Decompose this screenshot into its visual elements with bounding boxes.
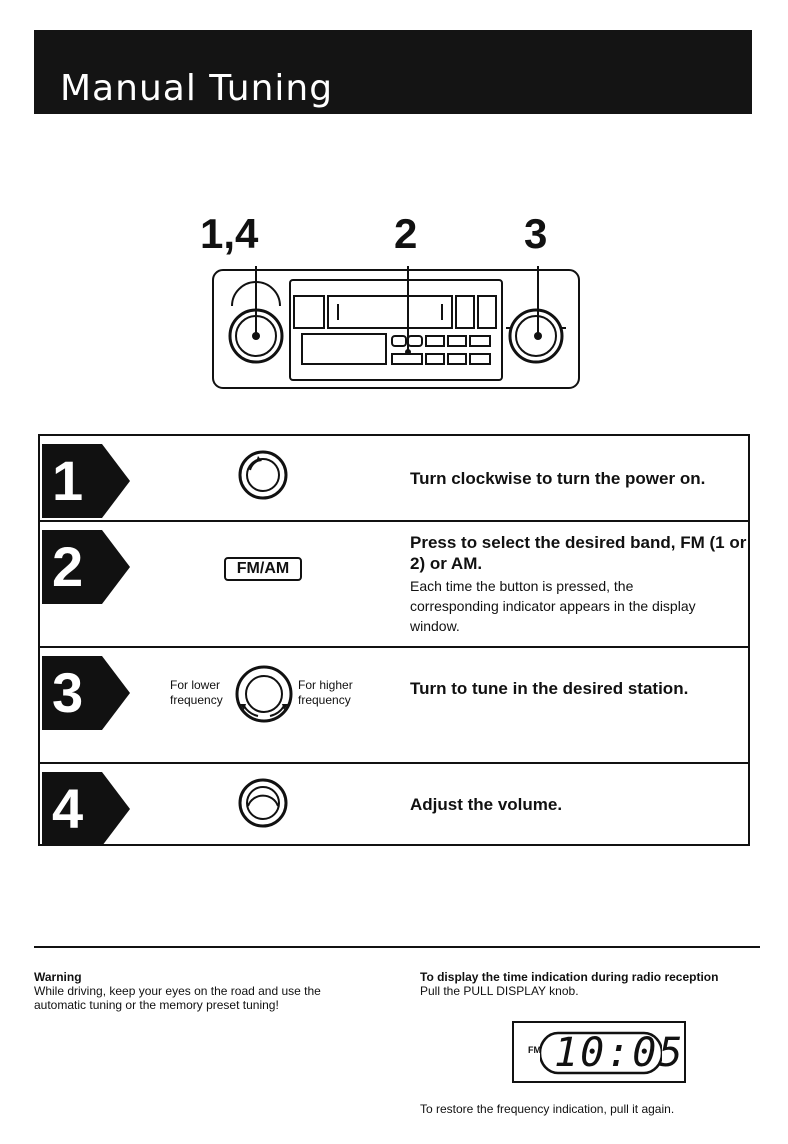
step-2-lead: Press to select the desired band, FM (1 … [410, 533, 747, 573]
fm-am-button[interactable]: FM/AM [224, 557, 302, 581]
step-badge-arrow [42, 530, 130, 604]
warning-body: While driving, keep your eyes on the roa… [34, 984, 321, 1012]
steps-table: 1 Turn clockwise to turn the power on. 2… [38, 434, 750, 846]
step-row-2: 2 FM/AM Press to select the desired band… [40, 522, 748, 648]
warning-heading: Warning [34, 970, 82, 984]
callout-2: 2 [394, 210, 418, 257]
power-knob-icon [238, 450, 288, 500]
step-number: 4 [52, 777, 84, 840]
step-2-instruction: Press to select the desired band, FM (1 … [410, 532, 748, 636]
step-row-1: 1 Turn clockwise to turn the power on. [40, 436, 748, 522]
callout-3: 3 [524, 210, 548, 257]
step-2-detail: Each time the button is pressed, the cor… [410, 578, 696, 634]
higher-frequency-label: For higher frequency [298, 678, 353, 707]
clock-display: FM 10:05 [512, 1021, 686, 1083]
step-1-instruction: Turn clockwise to turn the power on. [410, 468, 705, 489]
volume-knob-icon[interactable] [236, 776, 290, 830]
band-indicator: FM [528, 1045, 541, 1055]
step-3-instruction: Turn to tune in the desired station. [410, 678, 688, 699]
step-number: 3 [52, 661, 84, 724]
step-4-instruction: Adjust the volume. [410, 794, 562, 815]
tuning-knob-icon[interactable] [232, 662, 296, 726]
step-number: 1 [52, 449, 84, 512]
section-divider [34, 946, 760, 948]
step-badge-arrow [42, 772, 130, 846]
step-row-4: 4 Adjust the volume. [40, 764, 748, 846]
step-3-lead: Turn to tune in the desired station. [410, 679, 689, 698]
step-row-3: 3 For lower frequency For higher frequen… [40, 648, 748, 764]
restore-note: To restore the frequency indication, pul… [420, 1102, 675, 1116]
lower-frequency-label: For lower frequency [170, 678, 223, 707]
callout-1-4: 1,4 [200, 210, 259, 257]
time-display-heading: To display the time indication during ra… [420, 970, 719, 984]
step-1-lead: Turn clockwise to turn the power on. [410, 469, 706, 488]
step-number: 2 [52, 535, 84, 598]
time-display-instruction: Pull the PULL DISPLAY knob. [420, 984, 579, 998]
display-outline [540, 1031, 662, 1075]
page-title: Manual Tuning [60, 68, 334, 109]
clock-time: 10:05 [554, 1030, 685, 1076]
title-bar: Manual Tuning [34, 30, 752, 114]
step-4-lead: Adjust the volume. [410, 795, 563, 814]
warning-note: Warning While driving, keep your eyes on… [34, 970, 374, 1012]
time-display-note: To display the time indication during ra… [420, 970, 740, 998]
step-badge-arrow [42, 656, 130, 730]
car-stereo-illustration [212, 266, 580, 389]
step-badge-arrow [42, 444, 130, 518]
